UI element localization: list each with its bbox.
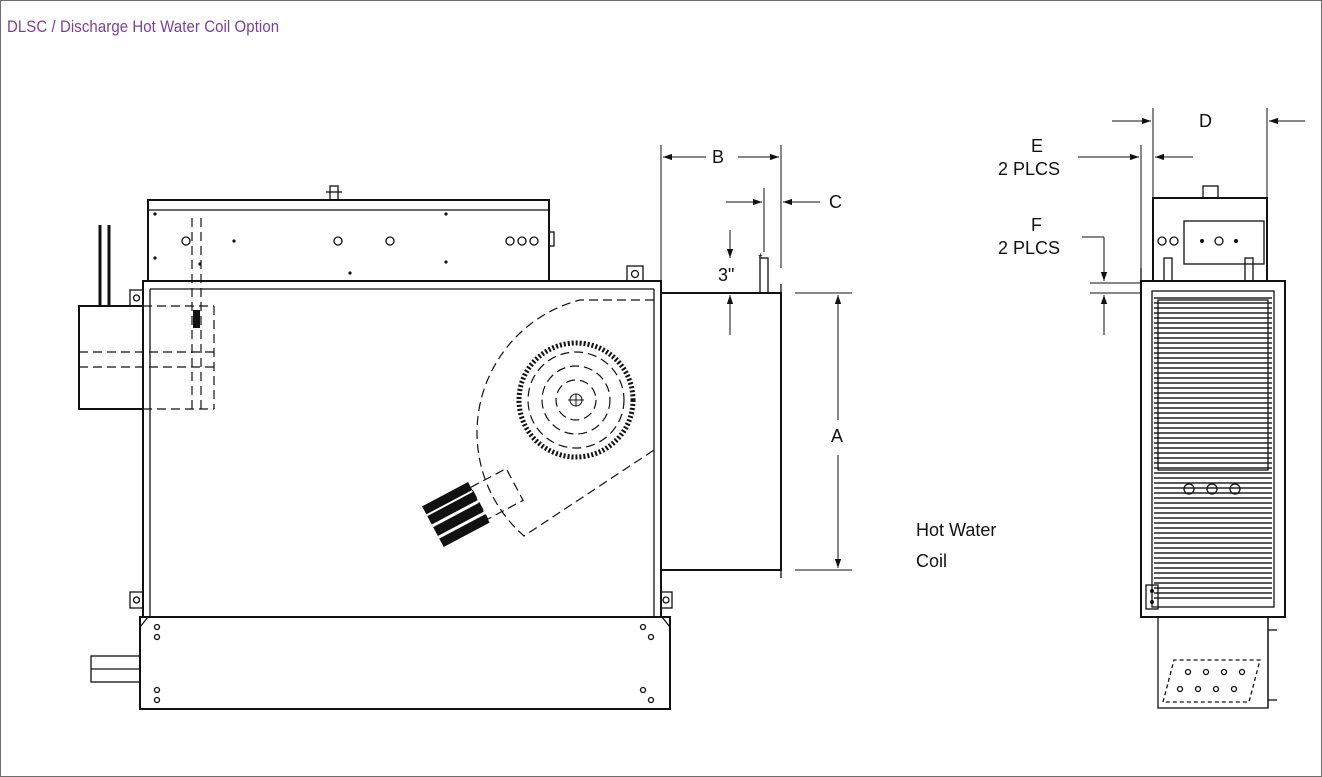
junction-box bbox=[78, 218, 215, 410]
dimension-lines-side bbox=[660, 145, 852, 571]
control-enclosure bbox=[147, 185, 555, 282]
coil-label-line1: Hot Water bbox=[916, 520, 996, 540]
dim-label-f-plcs: 2 PLCS bbox=[998, 238, 1060, 258]
end-view bbox=[1078, 108, 1305, 709]
dim-label-c: C bbox=[829, 192, 842, 212]
dim-label-e-plcs: 2 PLCS bbox=[998, 159, 1060, 179]
dim-label-a: A bbox=[831, 426, 843, 446]
discharge-coil: * bbox=[660, 251, 782, 578]
drain-pan bbox=[90, 616, 671, 710]
side-view: * bbox=[78, 145, 852, 710]
main-cabinet bbox=[142, 280, 662, 618]
dim-label-d: D bbox=[1199, 111, 1212, 131]
blower-wheel bbox=[476, 299, 655, 537]
end-drain-pan bbox=[1157, 616, 1277, 709]
dim-label-f: F bbox=[1031, 215, 1042, 235]
dim-label-3in: 3" bbox=[718, 265, 734, 285]
svg-text:*: * bbox=[758, 251, 763, 265]
end-control-enclosure bbox=[1140, 185, 1268, 282]
page-title: DLSC / Discharge Hot Water Coil Option bbox=[7, 17, 280, 36]
dim-label-e: E bbox=[1031, 136, 1043, 156]
coil-label-line2: Coil bbox=[916, 551, 947, 571]
dimension-lines-end bbox=[1078, 108, 1305, 335]
blower-motor bbox=[422, 467, 524, 548]
end-cabinet bbox=[1140, 280, 1286, 618]
dim-label-b: B bbox=[712, 147, 724, 167]
